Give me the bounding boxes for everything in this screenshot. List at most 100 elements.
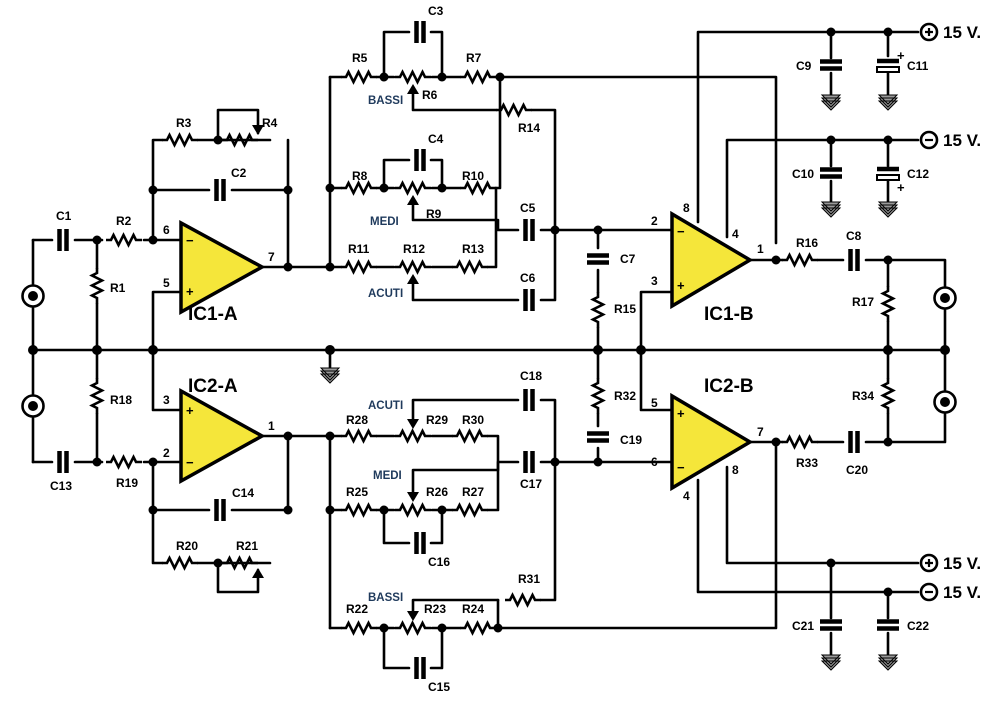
svg-text:R1: R1 — [110, 281, 126, 295]
capacitor-c12 — [877, 169, 899, 180]
control-label-mid: MEDI — [370, 216, 399, 228]
supply-label-negative: 15 V. — [943, 583, 981, 602]
wiper-r29 — [407, 419, 419, 429]
ic-label: IC1-B — [704, 304, 754, 325]
resistor-r7 — [458, 70, 498, 84]
resistor-r18 — [90, 376, 104, 416]
svg-text:7: 7 — [268, 250, 275, 264]
svg-text:R29: R29 — [426, 413, 448, 427]
svg-text:R12: R12 — [403, 242, 425, 256]
svg-text:2: 2 — [163, 446, 170, 460]
capacitor-c11 — [877, 61, 899, 72]
svg-text:R10: R10 — [462, 169, 484, 183]
ground-symbol — [821, 94, 841, 111]
svg-text:C18: C18 — [520, 369, 542, 383]
svg-text:C15: C15 — [428, 680, 450, 694]
svg-text:R15: R15 — [614, 302, 636, 316]
svg-text:R18: R18 — [110, 393, 132, 407]
capacitor-c20 — [851, 431, 858, 453]
resistor-r3 — [160, 133, 200, 147]
output-jack-2 — [933, 390, 957, 414]
control-labels: BASSI MEDI ACUTI ACUTI MEDI BASSI — [368, 95, 403, 604]
svg-text:C5: C5 — [520, 201, 536, 215]
svg-text:1: 1 — [268, 419, 275, 433]
svg-text:C21: C21 — [792, 619, 814, 633]
minus-sign: − — [186, 233, 194, 248]
svg-text:C2: C2 — [231, 166, 247, 180]
plus-sign: + — [186, 284, 194, 299]
capacitor-c4 — [417, 149, 424, 171]
pin-numbers: 6 5 7 3 2 1 2 3 8 4 1 5 6 8 4 7 — [163, 201, 764, 503]
resistor-r22 — [339, 621, 379, 635]
svg-text:R24: R24 — [462, 602, 484, 616]
svg-text:C4: C4 — [428, 132, 444, 146]
resistor-r5 — [339, 70, 379, 84]
ground-symbol — [878, 94, 898, 111]
svg-text:R19: R19 — [116, 476, 138, 490]
resistor-r10 — [458, 181, 498, 195]
resistor-r30 — [450, 429, 490, 443]
resistor-r12 — [393, 260, 433, 274]
ground-symbol — [821, 201, 841, 218]
supply-label-negative: 15 V. — [943, 131, 981, 150]
svg-text:6: 6 — [163, 223, 170, 237]
wiper-r6 — [407, 84, 419, 94]
svg-text:C7: C7 — [620, 252, 636, 266]
svg-text:R2: R2 — [116, 214, 132, 228]
svg-text:R14: R14 — [518, 121, 540, 135]
svg-text:C3: C3 — [428, 4, 444, 18]
svg-text:R27: R27 — [462, 485, 484, 499]
svg-text:R16: R16 — [796, 236, 818, 250]
svg-text:1: 1 — [757, 242, 764, 256]
capacitor-c8 — [851, 249, 858, 271]
capacitor-c13 — [60, 451, 67, 473]
svg-text:R25: R25 — [346, 485, 368, 499]
resistor-r2 — [104, 233, 144, 247]
ic-label: IC2-B — [704, 376, 754, 397]
input-jack-2 — [21, 394, 45, 418]
svg-text:C17: C17 — [520, 477, 542, 491]
minus-sign: − — [677, 460, 685, 475]
resistor-r25 — [339, 503, 379, 517]
plus-sign: + — [677, 278, 685, 293]
ground-symbol — [878, 654, 898, 671]
resistor-r23 — [393, 621, 433, 635]
ground-symbol — [878, 201, 898, 218]
polarity-plus: + — [897, 48, 905, 63]
capacitor-c14 — [217, 499, 224, 521]
svg-text:3: 3 — [163, 393, 170, 407]
svg-text:R22: R22 — [346, 602, 368, 616]
svg-text:C13: C13 — [50, 479, 72, 493]
capacitor-c5 — [526, 219, 533, 241]
wiper-r26 — [407, 492, 419, 502]
svg-text:2: 2 — [651, 214, 658, 228]
svg-text:R7: R7 — [466, 51, 482, 65]
capacitor-c16 — [417, 532, 424, 554]
capacitor-c7 — [587, 256, 609, 263]
capacitor-c9 — [820, 62, 842, 69]
svg-text:7: 7 — [757, 425, 764, 439]
resistor-r15 — [591, 290, 605, 330]
resistor-r31 — [503, 593, 543, 607]
svg-text:5: 5 — [651, 396, 658, 410]
ic-labels: IC1-A IC1-B IC2-A IC2-B — [188, 304, 754, 397]
resistor-r8 — [339, 181, 379, 195]
svg-text:R6: R6 — [422, 88, 438, 102]
svg-text:R3: R3 — [176, 116, 192, 130]
wiper-r21 — [252, 568, 264, 578]
svg-text:R11: R11 — [348, 242, 370, 256]
resistor-r13 — [450, 260, 490, 274]
svg-text:C1: C1 — [56, 209, 72, 223]
wires — [31, 30, 950, 670]
opamp-ic1-b — [670, 210, 754, 310]
op-amps — [179, 210, 754, 492]
svg-text:R34: R34 — [852, 389, 874, 403]
svg-text:R9: R9 — [426, 207, 442, 221]
svg-text:C19: C19 — [620, 433, 642, 447]
ground-symbol — [320, 367, 340, 384]
control-label-mid: MEDI — [373, 470, 402, 482]
svg-text:C6: C6 — [520, 271, 536, 285]
svg-text:8: 8 — [683, 201, 690, 215]
capacitor-c19 — [587, 434, 609, 441]
